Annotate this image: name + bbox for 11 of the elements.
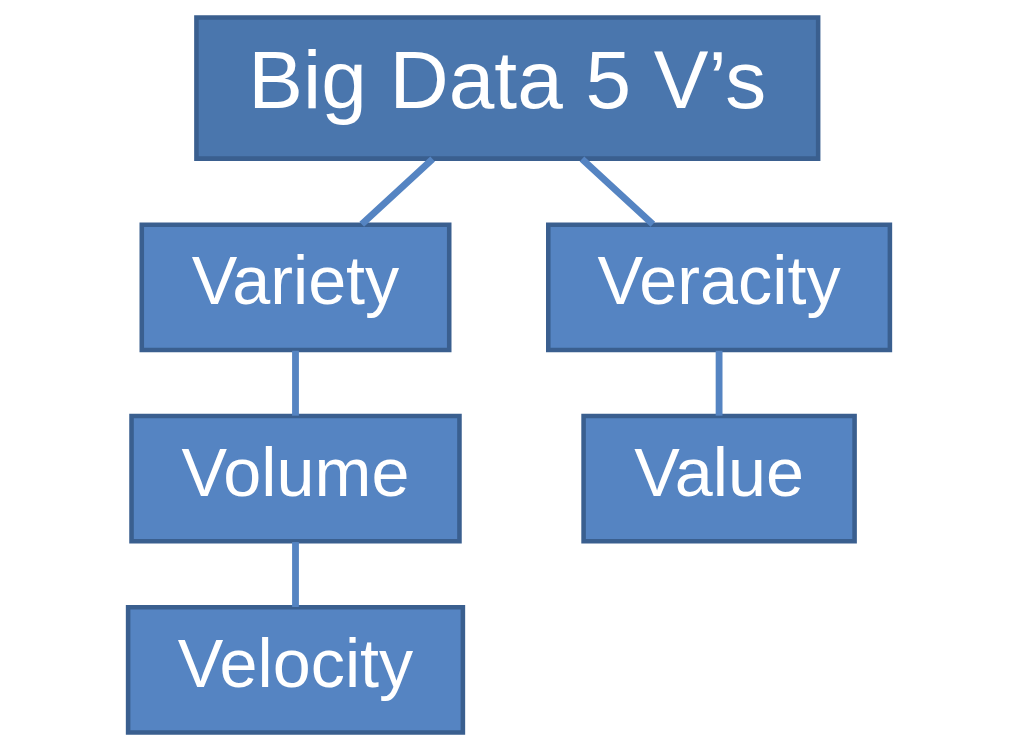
connector [291, 542, 299, 607]
connector [291, 350, 299, 416]
node-box: Volume [128, 413, 462, 544]
node-box: Variety [139, 222, 451, 353]
connector [715, 350, 722, 416]
connector [358, 156, 435, 227]
node-box: Velocity [125, 605, 465, 735]
node-box: Veracity [545, 222, 892, 353]
node-box: Big Data 5 V’s [193, 15, 820, 161]
connector [579, 156, 655, 227]
node-box: Value [580, 413, 857, 544]
